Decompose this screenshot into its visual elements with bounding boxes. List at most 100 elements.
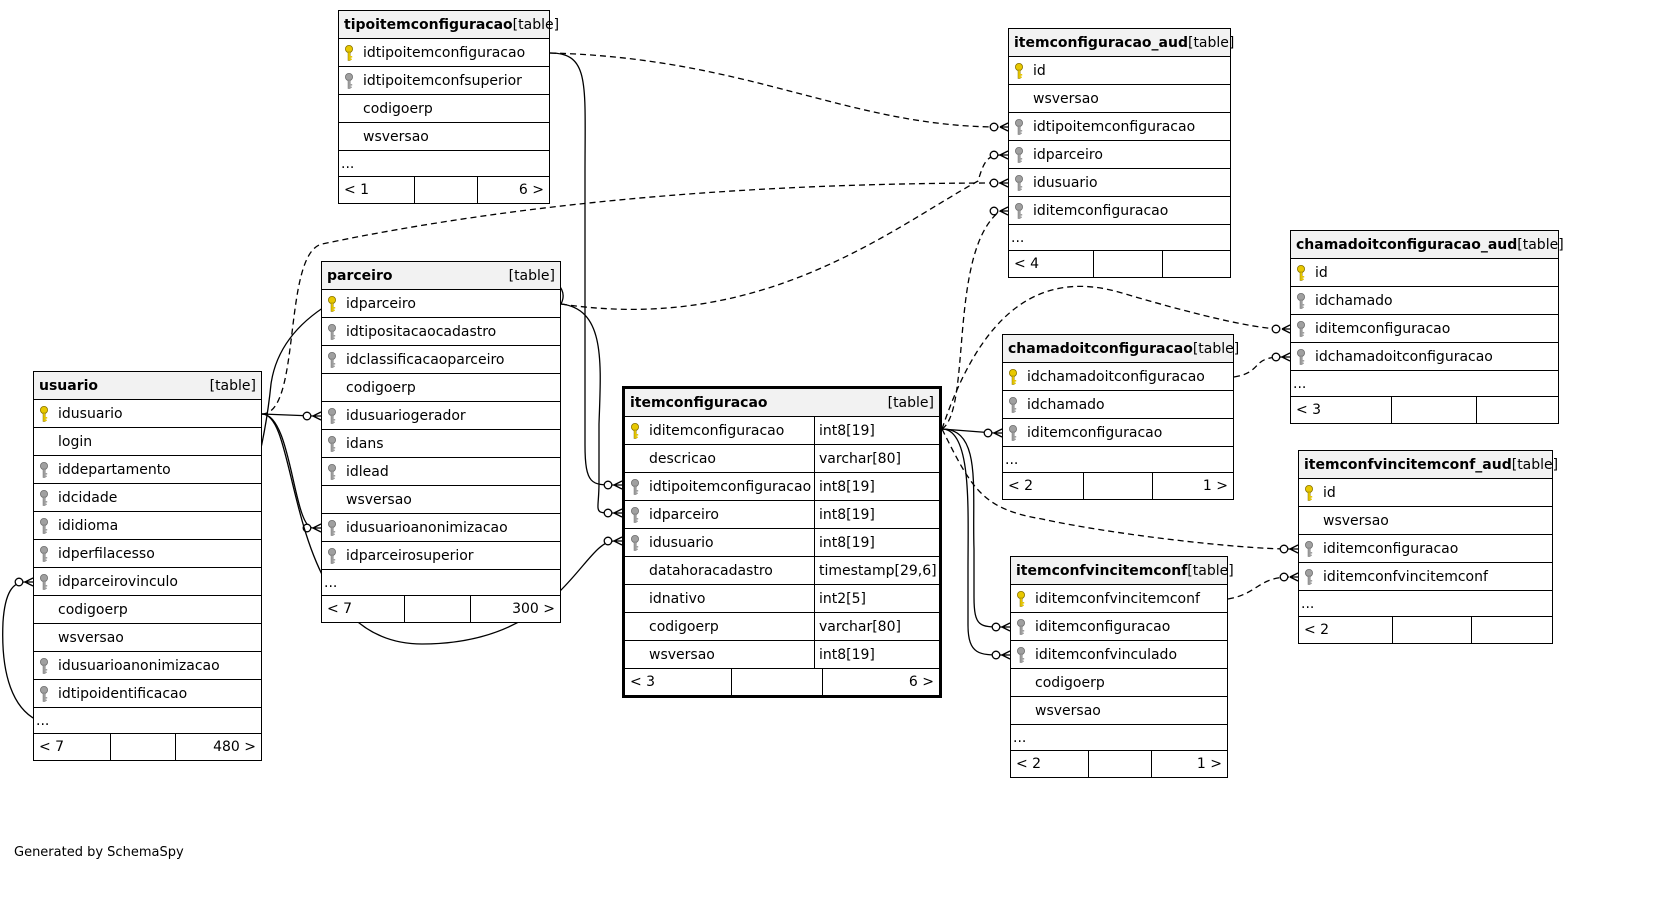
column-name: idparceiro xyxy=(1033,146,1103,163)
column-row[interactable]: id xyxy=(1291,259,1558,287)
column-row[interactable]: codigoerp xyxy=(322,374,560,402)
column-row[interactable]: iditemconfvincitemconf xyxy=(1299,563,1552,591)
table-chamadoitconfiguracao[interactable]: chamadoitconfiguracao[table] idchamadoitc… xyxy=(1002,334,1239,500)
children-count[interactable]: 1 > xyxy=(1196,756,1222,772)
column-row[interactable]: ididioma xyxy=(34,512,261,540)
column-row[interactable]: idclassificacaoparceiro xyxy=(322,346,560,374)
children-count[interactable]: 480 > xyxy=(213,739,256,755)
parents-count[interactable]: < 4 xyxy=(1014,256,1040,272)
children-count[interactable] xyxy=(1477,397,1558,423)
column-row[interactable]: idans xyxy=(322,430,560,458)
column-row[interactable]: wsversao xyxy=(1009,85,1230,113)
column-row[interactable]: iditemconfiguracao xyxy=(1003,419,1233,447)
children-count[interactable] xyxy=(1472,617,1552,643)
column-name: idchamadoitconfiguracao xyxy=(1027,368,1205,385)
column-row[interactable]: idchamadoitconfiguracao xyxy=(1003,363,1233,391)
column-row[interactable]: iditemconfiguracao xyxy=(1299,535,1552,563)
parents-count[interactable]: < 7 xyxy=(39,739,65,755)
parents-count[interactable]: < 3 xyxy=(630,674,656,690)
column-row[interactable]: idperfilacesso xyxy=(34,540,261,568)
parents-count[interactable]: < 1 xyxy=(344,182,370,198)
column-row[interactable]: codigoerp xyxy=(339,95,549,123)
column-row[interactable]: wsversao xyxy=(1011,697,1227,725)
children-count[interactable] xyxy=(1163,251,1230,277)
column-row[interactable]: idusuario xyxy=(1009,169,1230,197)
column-row[interactable]: idparceirosuperior xyxy=(322,542,560,570)
column-row[interactable]: wsversao xyxy=(34,624,261,652)
no-key-spacer xyxy=(1015,701,1035,721)
table-header[interactable]: itemconfvincitemconf_aud[table] xyxy=(1299,451,1558,479)
column-row[interactable]: wsversao xyxy=(339,123,549,151)
column-row[interactable]: idlead xyxy=(322,458,560,486)
column-row[interactable]: idtipoitemconfiguracao xyxy=(339,39,549,67)
table-header[interactable]: chamadoitconfiguracao_aud[table] xyxy=(1291,231,1564,259)
parents-count[interactable]: < 2 xyxy=(1008,478,1034,494)
more-columns-label: ... xyxy=(324,574,338,591)
parents-count[interactable]: < 3 xyxy=(1296,402,1322,418)
column-row[interactable]: id xyxy=(1299,479,1552,507)
table-header[interactable]: usuario[table] xyxy=(34,372,261,400)
column-row[interactable]: codigoerp xyxy=(34,596,261,624)
column-row[interactable]: idchamado xyxy=(1003,391,1233,419)
column-row[interactable]: idparceirovinculo xyxy=(34,568,261,596)
column-row[interactable]: iditemconfvincitemconf xyxy=(1011,585,1227,613)
no-key-spacer xyxy=(629,617,649,637)
column-row[interactable]: idparceiro xyxy=(322,290,560,318)
parents-count[interactable]: < 2 xyxy=(1304,622,1330,638)
column-row[interactable]: idtipoitemconfsuperior xyxy=(339,67,549,95)
column-row[interactable]: idtipositacaocadastro xyxy=(322,318,560,346)
table-itemconfiguracao[interactable]: itemconfiguracao[table]iditemconfiguraca… xyxy=(622,386,942,698)
table-itemconfvincitemconf[interactable]: itemconfvincitemconf[table]iditemconfvin… xyxy=(1010,556,1234,778)
children-count[interactable]: 6 > xyxy=(518,182,544,198)
children-count[interactable]: 6 > xyxy=(908,674,934,690)
column-row[interactable]: idtipoitemconfiguracao xyxy=(1009,113,1230,141)
parents-count[interactable]: < 7 xyxy=(327,601,353,617)
table-header[interactable]: tipoitemconfiguracao[table] xyxy=(339,11,559,39)
column-row[interactable]: wsversao xyxy=(1299,507,1552,535)
parents-count[interactable]: < 2 xyxy=(1016,756,1042,772)
table-tipoitemconfiguracao[interactable]: tipoitemconfiguracao[table]idtipoitemcon… xyxy=(338,10,559,204)
column-row[interactable]: codigoerp xyxy=(1011,669,1227,697)
column-row[interactable]: wsversao xyxy=(322,486,560,514)
table-header[interactable]: itemconfiguracao_aud[table] xyxy=(1009,29,1234,57)
column-row[interactable]: iditemconfvinculado xyxy=(1011,641,1227,669)
column-row[interactable]: idusuariogerador xyxy=(322,402,560,430)
column-row[interactable]: id xyxy=(1009,57,1230,85)
table-header[interactable]: itemconfvincitemconf[table] xyxy=(1011,557,1234,585)
column-type: int8[19] xyxy=(814,501,939,528)
column-row[interactable]: iditemconfiguracao xyxy=(1011,613,1227,641)
column-row[interactable]: idcidade xyxy=(34,484,261,512)
column-row[interactable]: idusuarioanonimizacao xyxy=(322,514,560,542)
column-row[interactable]: iditemconfiguracao xyxy=(1009,197,1230,225)
column-row[interactable]: idusuarioanonimizacao xyxy=(34,652,261,680)
link-end xyxy=(989,206,1009,216)
foreign-key-icon xyxy=(1013,173,1033,193)
table-header[interactable]: chamadoitconfiguracao[table] xyxy=(1003,335,1239,363)
table-header[interactable]: itemconfiguracao[table] xyxy=(625,389,939,417)
table-header[interactable]: parceiro[table] xyxy=(322,262,560,290)
column-row[interactable]: idusuario xyxy=(34,400,261,428)
column-row[interactable]: idchamado xyxy=(1291,287,1558,315)
column-row[interactable]: login xyxy=(34,428,261,456)
column-row[interactable]: idtipoidentificacao xyxy=(34,680,261,708)
column-row[interactable]: iddepartamento xyxy=(34,456,261,484)
column-row[interactable]: idchamadoitconfiguracao xyxy=(1291,343,1558,371)
children-count[interactable]: 1 > xyxy=(1202,478,1228,494)
column-row[interactable]: idparceiro xyxy=(1009,141,1230,169)
column-row[interactable]: iditemconfiguracao xyxy=(1291,315,1558,343)
children-count[interactable]: 300 > xyxy=(512,601,555,617)
